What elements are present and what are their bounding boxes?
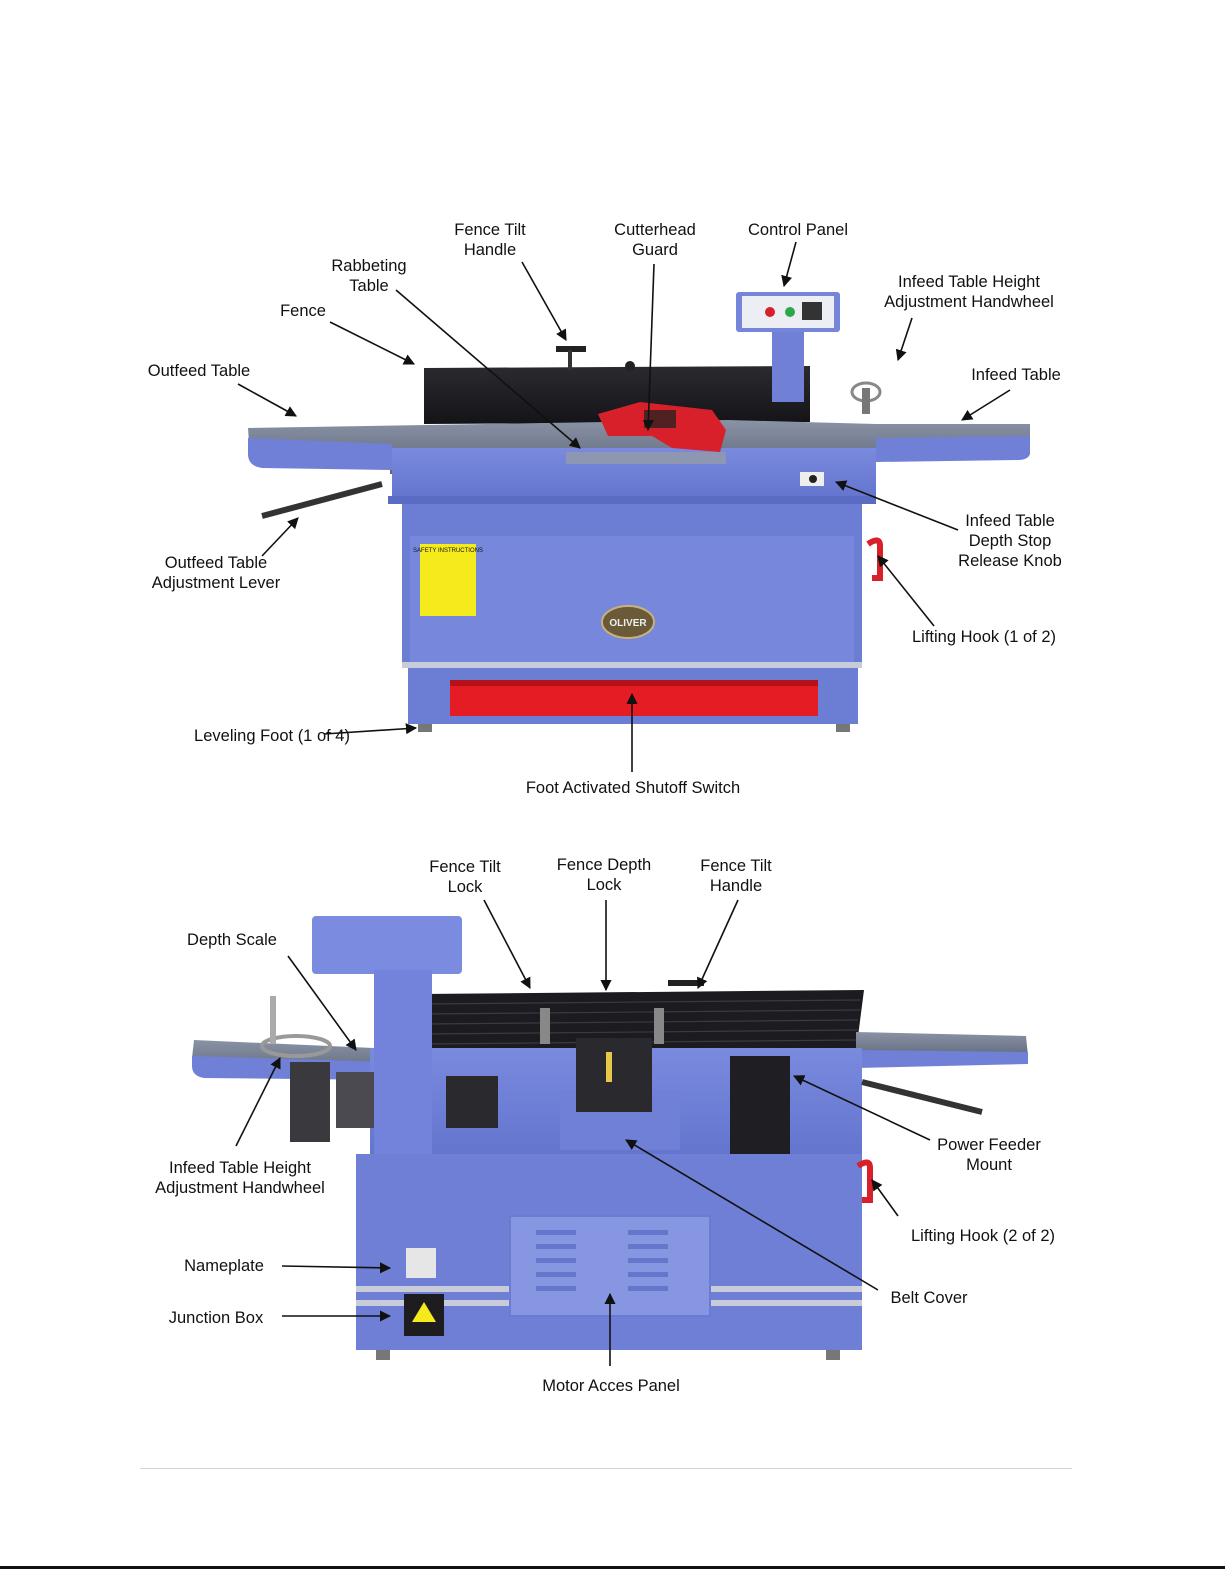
lifting-hook-rear-shape bbox=[856, 1159, 873, 1203]
fence-shape bbox=[424, 366, 810, 424]
lifting-hook-shape bbox=[866, 537, 883, 581]
label-leveling-foot: Leveling Foot (1 of 4) bbox=[194, 727, 350, 745]
depth-stop-knob-shape bbox=[809, 475, 817, 483]
label-motor-access-panel: Motor Acces Panel bbox=[542, 1377, 680, 1395]
page-bottom-border bbox=[0, 1566, 1225, 1569]
fence-depth-lock-shape bbox=[576, 1038, 652, 1112]
leveling-foot-shape bbox=[418, 724, 432, 732]
label-outfeed-table: Outfeed Table bbox=[147, 362, 251, 380]
label-fence: Fence bbox=[280, 302, 326, 320]
label-foot-shutoff: Foot Activated Shutoff Switch bbox=[525, 779, 741, 797]
label-junction-box: Junction Box bbox=[168, 1309, 264, 1327]
power-feeder-mount-shape bbox=[730, 1056, 790, 1156]
label-belt-cover: Belt Cover bbox=[890, 1289, 968, 1307]
oliver-logo bbox=[601, 605, 655, 639]
oliver-logo-text: OLIVER bbox=[609, 618, 647, 629]
bottom-callout-arrows bbox=[235, 899, 931, 1366]
safety-label-text: SAFETY INSTRUCTIONS bbox=[413, 548, 483, 554]
top-callout-arrows bbox=[237, 241, 1011, 772]
safety-label bbox=[420, 544, 476, 616]
label-nameplate: Nameplate bbox=[184, 1257, 264, 1275]
label-lifting-hook-1: Lifting Hook (1 of 2) bbox=[912, 628, 1056, 646]
label-infeed-table: Infeed Table bbox=[971, 366, 1061, 384]
footer-divider bbox=[140, 1468, 1072, 1469]
label-depth-scale: Depth Scale bbox=[187, 931, 277, 949]
column-top-shape bbox=[312, 916, 462, 974]
label-lifting-hook-2: Lifting Hook (2 of 2) bbox=[911, 1227, 1055, 1245]
fence-rear-shape bbox=[420, 990, 864, 1056]
outfeed-lever-shape bbox=[261, 481, 383, 519]
handwheel-rear-shape bbox=[260, 1034, 332, 1058]
nameplate-shape bbox=[406, 1248, 436, 1278]
jointer-front-view: SAFETY INSTRUCTIONS OLIVER bbox=[248, 292, 1030, 732]
jointer-rear-view bbox=[192, 916, 1028, 1360]
label-control-panel: Control Panel bbox=[748, 221, 848, 239]
fence-tilt-handle-shape bbox=[556, 346, 586, 352]
